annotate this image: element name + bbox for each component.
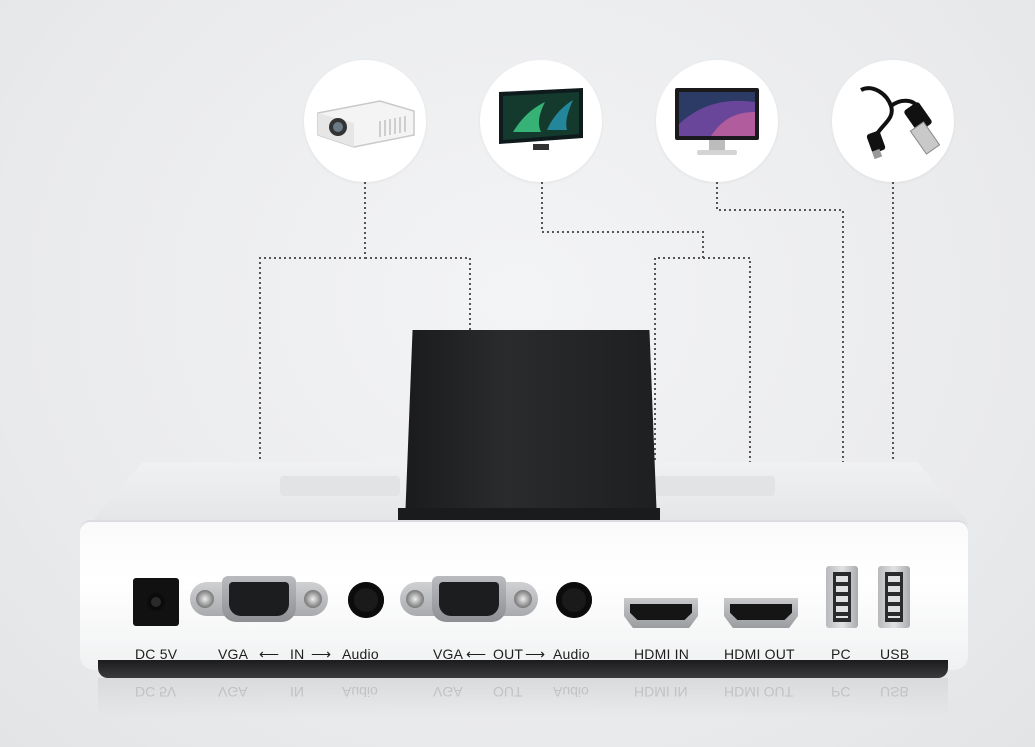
reflection-label: VGA	[218, 684, 248, 700]
right-tray	[655, 476, 775, 496]
projector-icon	[317, 100, 415, 148]
projector-line	[259, 182, 366, 568]
hdmi-in-port	[624, 598, 698, 628]
reflection	[98, 678, 948, 718]
reflection-label: DC 5V	[135, 684, 177, 700]
projector-bubble	[304, 60, 426, 182]
usb-cable-bubble	[832, 60, 954, 182]
usb-cable-icon	[860, 86, 941, 160]
arrow-icon: ⟶	[525, 646, 546, 662]
audio-out-jack	[556, 582, 592, 618]
panel-bottom-edge	[98, 660, 948, 678]
tv-bubble	[480, 60, 602, 182]
audio-in-jack	[348, 582, 384, 618]
reflection-label: Audio	[342, 684, 378, 700]
reflection-label: Audio	[553, 684, 589, 700]
label-in: IN	[290, 646, 305, 662]
dock-cradle	[405, 330, 657, 522]
tv-line	[541, 182, 704, 598]
label-vga-in: VGA	[218, 646, 249, 662]
left-tray	[280, 476, 400, 496]
label-audio-in: Audio	[342, 646, 379, 662]
tv-icon	[499, 88, 583, 150]
label-audio-out: Audio	[553, 646, 590, 662]
reflection-label: PC	[831, 684, 851, 700]
vga-out-port	[400, 572, 538, 626]
label-pc: PC	[831, 646, 851, 662]
arrow-icon: ⟶	[311, 646, 332, 662]
monitor-icon	[675, 88, 759, 155]
monitor-bubble	[656, 60, 778, 182]
reflection-label: HDMI IN	[634, 684, 688, 700]
reflection-label: VGA	[433, 684, 463, 700]
arrow-icon: ⟵	[259, 646, 280, 662]
reflection-label: USB	[880, 684, 909, 700]
label-hdmi-out: HDMI OUT	[724, 646, 795, 662]
label-usb: USB	[880, 646, 910, 662]
pc-usb-port	[826, 566, 858, 628]
label-out: OUT	[493, 646, 524, 662]
monitor-line	[716, 182, 844, 566]
usb-port	[878, 566, 910, 628]
tv-line-out	[703, 257, 751, 598]
label-dc: DC 5V	[135, 646, 178, 662]
dc-power-port	[133, 578, 179, 626]
reflection-label: OUT	[493, 684, 523, 700]
hdmi-out-port	[724, 598, 798, 628]
vga-in-port	[190, 572, 328, 626]
reflection-label: IN	[290, 684, 304, 700]
label-hdmi-in: HDMI IN	[634, 646, 690, 662]
reflection-label: HDMI OUT	[724, 684, 794, 700]
label-vga-out: VGA	[433, 646, 464, 662]
arrow-icon: ⟵	[466, 646, 487, 662]
